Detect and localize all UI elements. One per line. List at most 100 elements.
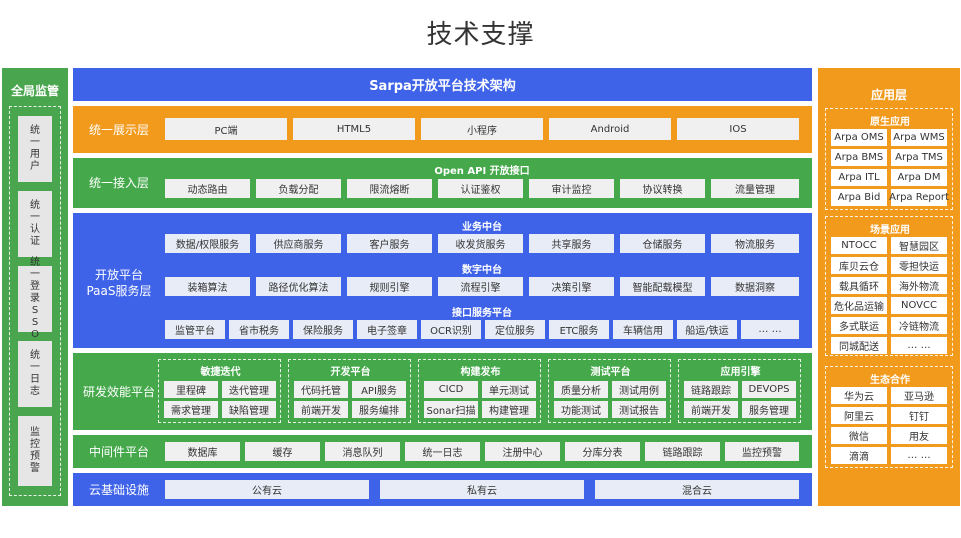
- api-item[interactable]: OCR识别: [421, 320, 481, 339]
- api-item[interactable]: 定位服务: [485, 320, 545, 339]
- data-item[interactable]: 流程引擎: [438, 277, 523, 296]
- display-item-ios[interactable]: IOS: [677, 118, 799, 140]
- devops-item[interactable]: 前端开发: [294, 401, 348, 418]
- access-item-protocol[interactable]: 协议转换: [620, 179, 705, 198]
- devops-item[interactable]: 代码托管: [294, 381, 348, 398]
- eco-partner-item[interactable]: 华为云: [831, 387, 887, 404]
- devops-item[interactable]: 前端开发: [684, 401, 738, 418]
- devops-item[interactable]: 质量分析: [554, 381, 608, 398]
- data-item[interactable]: 决策引擎: [529, 277, 614, 296]
- api-item[interactable]: 船运/铁运: [677, 320, 737, 339]
- devops-item[interactable]: 链路跟踪: [684, 381, 738, 398]
- middleware-item[interactable]: 统一日志: [405, 442, 480, 461]
- native-app-item[interactable]: Arpa Bid: [831, 189, 887, 206]
- monitor-item-unified-user[interactable]: 统一用户: [18, 116, 52, 182]
- data-item[interactable]: 路径优化算法: [256, 277, 341, 296]
- biz-item[interactable]: 物流服务: [711, 234, 799, 253]
- scene-app-item[interactable]: 零担快运: [891, 257, 947, 274]
- devops-item[interactable]: CICD: [424, 381, 478, 398]
- native-app-item[interactable]: Arpa OMS: [831, 129, 887, 146]
- middleware-item[interactable]: 监控预警: [725, 442, 799, 461]
- scene-app-item[interactable]: … …: [891, 337, 947, 354]
- access-item-routing[interactable]: 动态路由: [165, 179, 250, 198]
- api-item[interactable]: 保险服务: [293, 320, 353, 339]
- biz-item[interactable]: 供应商服务: [256, 234, 341, 253]
- display-item-html5[interactable]: HTML5: [293, 118, 415, 140]
- infra-item-public[interactable]: 公有云: [165, 480, 369, 499]
- display-item-pc[interactable]: PC端: [165, 118, 287, 140]
- display-item-android[interactable]: Android: [549, 118, 671, 140]
- api-item[interactable]: 监管平台: [165, 320, 225, 339]
- scene-app-item[interactable]: 同城配送: [831, 337, 887, 354]
- devops-item[interactable]: 构建管理: [482, 401, 536, 418]
- devops-item[interactable]: DEVOPS: [742, 381, 796, 398]
- biz-item[interactable]: 仓储服务: [620, 234, 705, 253]
- data-item[interactable]: 智能配载模型: [620, 277, 705, 296]
- scene-app-item[interactable]: 冷链物流: [891, 317, 947, 334]
- devops-item[interactable]: 迭代管理: [222, 381, 276, 398]
- devops-item[interactable]: Sonar扫描: [424, 401, 478, 418]
- scene-app-item[interactable]: NOVCC: [891, 297, 947, 314]
- display-item-miniprogram[interactable]: 小程序: [421, 118, 543, 140]
- eco-partner-item[interactable]: 亚马逊: [891, 387, 947, 404]
- eco-partner-item[interactable]: 微信: [831, 427, 887, 444]
- eco-partner-item[interactable]: 滴滴: [831, 447, 887, 464]
- middleware-item[interactable]: 数据库: [165, 442, 240, 461]
- monitor-item-unified-auth[interactable]: 统一认证: [18, 191, 52, 257]
- eco-partner-item[interactable]: 用友: [891, 427, 947, 444]
- api-item[interactable]: ETC服务: [549, 320, 609, 339]
- middleware-item[interactable]: 分库分表: [565, 442, 640, 461]
- access-item-auth[interactable]: 认证鉴权: [438, 179, 523, 198]
- api-item[interactable]: 省市税务: [229, 320, 289, 339]
- middleware-item[interactable]: 缓存: [245, 442, 320, 461]
- native-app-item[interactable]: Arpa DM: [891, 169, 947, 186]
- devops-item[interactable]: 测试用例: [612, 381, 666, 398]
- middleware-item[interactable]: 链路跟踪: [645, 442, 720, 461]
- access-item-rate-limit[interactable]: 限流熔断: [347, 179, 432, 198]
- scene-app-item[interactable]: 海外物流: [891, 277, 947, 294]
- devops-item[interactable]: 单元测试: [482, 381, 536, 398]
- data-item[interactable]: 装箱算法: [165, 277, 250, 296]
- scene-app-item[interactable]: 多式联运: [831, 317, 887, 334]
- infra-item-hybrid[interactable]: 混合云: [595, 480, 799, 499]
- biz-item[interactable]: 数据/权限服务: [165, 234, 250, 253]
- biz-item[interactable]: 客户服务: [347, 234, 432, 253]
- api-item[interactable]: 车辆信用: [613, 320, 673, 339]
- data-item[interactable]: 数据洞察: [711, 277, 799, 296]
- monitor-item-sso[interactable]: 统一登录SSO: [18, 257, 52, 340]
- api-item[interactable]: … …: [741, 320, 799, 339]
- scene-app-item[interactable]: 危化品运输: [831, 297, 887, 314]
- scene-app-item[interactable]: 载具循环: [831, 277, 887, 294]
- biz-item[interactable]: 共享服务: [529, 234, 614, 253]
- devops-item[interactable]: 服务编排: [352, 401, 406, 418]
- devops-item[interactable]: 功能测试: [554, 401, 608, 418]
- devops-item[interactable]: 缺陷管理: [222, 401, 276, 418]
- monitor-item-alert[interactable]: 监控预警: [18, 416, 52, 486]
- native-app-item[interactable]: Arpa WMS: [891, 129, 947, 146]
- infra-item-private[interactable]: 私有云: [380, 480, 584, 499]
- eco-partner-item[interactable]: … …: [891, 447, 947, 464]
- devops-item[interactable]: API服务: [352, 381, 406, 398]
- access-item-traffic[interactable]: 流量管理: [711, 179, 799, 198]
- scene-app-item[interactable]: NTOCC: [831, 237, 887, 254]
- native-app-item[interactable]: Arpa TMS: [891, 149, 947, 166]
- monitor-item-unified-log[interactable]: 统一日志: [18, 341, 52, 407]
- scene-app-item[interactable]: 库贝云仓: [831, 257, 887, 274]
- eco-partner-item[interactable]: 钉钉: [891, 407, 947, 424]
- native-app-item[interactable]: Arpa Report: [889, 189, 949, 206]
- devops-item[interactable]: 服务管理: [742, 401, 796, 418]
- native-app-item[interactable]: Arpa ITL: [831, 169, 887, 186]
- devops-item[interactable]: 测试报告: [612, 401, 666, 418]
- access-item-audit[interactable]: 审计监控: [529, 179, 614, 198]
- devops-item[interactable]: 里程碑: [164, 381, 218, 398]
- middleware-item[interactable]: 注册中心: [485, 442, 560, 461]
- eco-partner-item[interactable]: 阿里云: [831, 407, 887, 424]
- devops-item[interactable]: 需求管理: [164, 401, 218, 418]
- data-item[interactable]: 规则引擎: [347, 277, 432, 296]
- api-item[interactable]: 电子签章: [357, 320, 417, 339]
- scene-app-item[interactable]: 智慧园区: [891, 237, 947, 254]
- native-app-item[interactable]: Arpa BMS: [831, 149, 887, 166]
- middleware-item[interactable]: 消息队列: [325, 442, 400, 461]
- biz-item[interactable]: 收发货服务: [438, 234, 523, 253]
- access-item-load-balance[interactable]: 负载分配: [256, 179, 341, 198]
